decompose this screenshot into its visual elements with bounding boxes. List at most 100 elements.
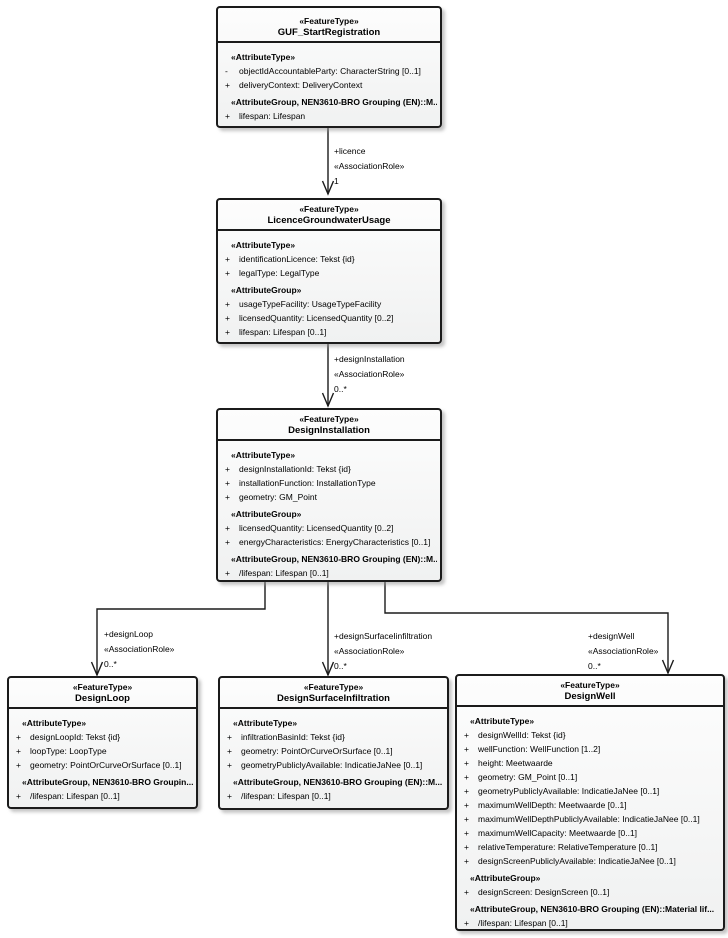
arrowhead-designwell: [661, 659, 675, 675]
visibility-marker: +: [227, 760, 232, 770]
visibility-marker: +: [225, 254, 230, 264]
class-stereotype: «FeatureType»: [560, 680, 620, 690]
attribute-row: +geometry: GM_Point [0..1]: [462, 770, 720, 784]
multiplicity: 0..*: [334, 661, 347, 671]
visibility-marker: +: [464, 887, 469, 897]
attribute-text: designScreen: DesignScreen [0..1]: [478, 887, 610, 897]
attribute-text: infiltrationBasinId: Tekst {id}: [241, 732, 345, 742]
class-box-guf-startregistration[interactable]: «FeatureType» GUF_StartRegistration «Att…: [216, 6, 442, 128]
class-name: GUF_StartRegistration: [277, 27, 381, 38]
role-name: +licence: [334, 146, 366, 156]
arrowhead-licence: [321, 180, 335, 196]
attribute-row: +installationFunction: InstallationType: [223, 476, 437, 490]
class-box-designinstallation[interactable]: «FeatureType» DesignInstallation «Attrib…: [216, 408, 442, 582]
attribute-text: geometry: PointOrCurveOrSurface [0..1]: [241, 746, 393, 756]
class-title: «FeatureType» DesignSurfaceInfiltration: [220, 678, 447, 709]
attribute-section-header: «AttributeType»: [233, 718, 298, 728]
attribute-section-header: «AttributeGroup»: [470, 873, 541, 883]
attribute-row: + relativeTemperature: RelativeTemperatur…: [462, 840, 720, 854]
association-label-licence: +licence «AssociationRole» 1: [334, 144, 404, 189]
multiplicity: 1: [334, 176, 339, 186]
attribute-text: /lifespan: Lifespan [0..1]: [478, 918, 568, 928]
class-box-designsurfaceinfiltration[interactable]: «FeatureType» DesignSurfaceInfiltration …: [218, 676, 449, 810]
visibility-marker: +: [225, 313, 230, 323]
class-title: «FeatureType» DesignInstallation: [218, 410, 440, 441]
attribute-row: +energyCharacteristics: EnergyCharacteri…: [223, 535, 437, 549]
visibility-marker: +: [464, 758, 469, 768]
visibility-marker: +: [227, 732, 232, 742]
attribute-text: identificationLicence: Tekst {id}: [239, 254, 355, 264]
attribute-row: +/lifespan: Lifespan [0..1]: [462, 916, 720, 930]
class-box-designwell[interactable]: «FeatureType» DesignWell «AttributeType»…: [455, 674, 725, 931]
attribute-section-header: «AttributeGroup»: [231, 285, 302, 295]
attribute-row: +geometry: PointOrCurveOrSurface [0..1]: [14, 758, 193, 772]
class-attributes: «AttributeType»+designLoopId: Tekst {id}…: [9, 709, 196, 803]
arrowhead-designsurfaceinfiltration: [321, 661, 335, 677]
attribute-row: +height: Meetwaarde: [462, 756, 720, 770]
attribute-row: +designLoopId: Tekst {id}: [14, 730, 193, 744]
role-stereotype: «AssociationRole»: [588, 646, 659, 656]
attribute-row: +legalType: LegalType: [223, 266, 437, 280]
visibility-marker: +: [464, 786, 469, 796]
class-stereotype: «FeatureType»: [303, 682, 364, 692]
multiplicity: 0..*: [104, 659, 117, 669]
attribute-text: wellFunction: WellFunction [1..2]: [478, 744, 601, 754]
attribute-row: +loopType: LoopType: [14, 744, 193, 758]
visibility-marker: +: [464, 856, 469, 866]
class-box-designloop[interactable]: «FeatureType» DesignLoop «AttributeType»…: [7, 676, 198, 809]
visibility-marker: +: [225, 327, 230, 337]
attribute-text: geometryPubliclyAvailable: IndicatieJaNe…: [478, 786, 660, 796]
attribute-text: geometryPubliclyAvailable: IndicatieJaNe…: [241, 760, 423, 770]
attribute-text: objectIdAccountableParty: CharacterStrin…: [239, 66, 421, 76]
attribute-text: geometry: GM_Point [0..1]: [478, 772, 578, 782]
role-stereotype: «AssociationRole»: [334, 369, 405, 379]
visibility-marker: +: [464, 842, 469, 852]
visibility-marker: +: [225, 478, 230, 488]
class-attributes: «AttributeType»+identificationLicence: T…: [218, 231, 440, 339]
class-name: DesignLoop: [75, 693, 130, 704]
visibility-marker: +: [16, 791, 21, 801]
role-stereotype: «AssociationRole»: [334, 161, 405, 171]
visibility-marker: +: [464, 744, 469, 754]
association-label-designwell: +designWell «AssociationRole» 0..*: [588, 629, 658, 674]
class-name: DesignWell: [564, 691, 616, 702]
attribute-row: +designScreenPubliclyAvailable: Indicati…: [462, 854, 720, 868]
attribute-row: -objectIdAccountableParty: CharacterStri…: [223, 64, 437, 78]
visibility-marker: +: [225, 568, 230, 578]
attribute-section-header: «AttributeGroup, NEN3610-BRO Grouping (E…: [470, 904, 715, 914]
attribute-row: +lifespan: Lifespan [0..1]: [223, 325, 437, 339]
attribute-row: +/lifespan: Lifespan [0..1]: [225, 789, 444, 803]
role-stereotype: «AssociationRole»: [104, 644, 175, 654]
attribute-row: +designInstallationId: Tekst {id}: [223, 462, 437, 476]
attribute-text: relativeTemperature: RelativeTemperature…: [478, 842, 658, 852]
class-title: «FeatureType» LicenceGroundwaterUsage: [218, 200, 440, 231]
multiplicity: 0..*: [334, 384, 347, 394]
role-stereotype: «AssociationRole»: [334, 646, 405, 656]
attribute-row: +maximumWellDepth: Meetwaarde [0..1]: [462, 798, 720, 812]
multiplicity: 0..*: [588, 661, 601, 671]
visibility-marker: +: [225, 268, 230, 278]
association-label-designsurfaceinfiltration: +designSurfaceIinfiltration «Association…: [334, 629, 432, 674]
attribute-text: energyCharacteristics: EnergyCharacteris…: [239, 537, 431, 547]
attribute-row: +usageTypeFacility: UsageTypeFacility: [223, 297, 437, 311]
class-stereotype: «FeatureType»: [299, 16, 359, 26]
attribute-text: designLoopId: Tekst {id}: [30, 732, 121, 742]
attribute-section-header: «AttributeGroup, NEN3610-BRO Grouping (E…: [231, 97, 437, 107]
visibility-marker: +: [225, 111, 230, 121]
attribute-text: deliveryContext: DeliveryContext: [239, 80, 363, 90]
attribute-section-header: «AttributeGroup, NEN3610-BRO Grouping (E…: [233, 777, 443, 787]
visibility-marker: +: [464, 814, 469, 824]
attribute-row: + wellFunction: WellFunction [1..2]: [462, 742, 720, 756]
attribute-section-header: «AttributeType»: [22, 718, 87, 728]
attribute-text: /lifespan: Lifespan [0..1]: [30, 791, 120, 801]
class-box-licencegroundwaterusage[interactable]: «FeatureType» LicenceGroundwaterUsage «A…: [216, 198, 442, 344]
attribute-section-header: «AttributeType»: [231, 52, 296, 62]
attribute-row: + infiltrationBasinId: Tekst {id}: [225, 730, 444, 744]
class-name: DesignInstallation: [288, 425, 370, 436]
class-stereotype: «FeatureType»: [299, 414, 359, 424]
attribute-text: lifespan: Lifespan: [239, 111, 306, 121]
role-name: +designInstallation: [334, 354, 405, 364]
attribute-section-header: «AttributeType»: [470, 716, 535, 726]
attribute-section-header: «AttributeGroup»: [231, 509, 302, 519]
